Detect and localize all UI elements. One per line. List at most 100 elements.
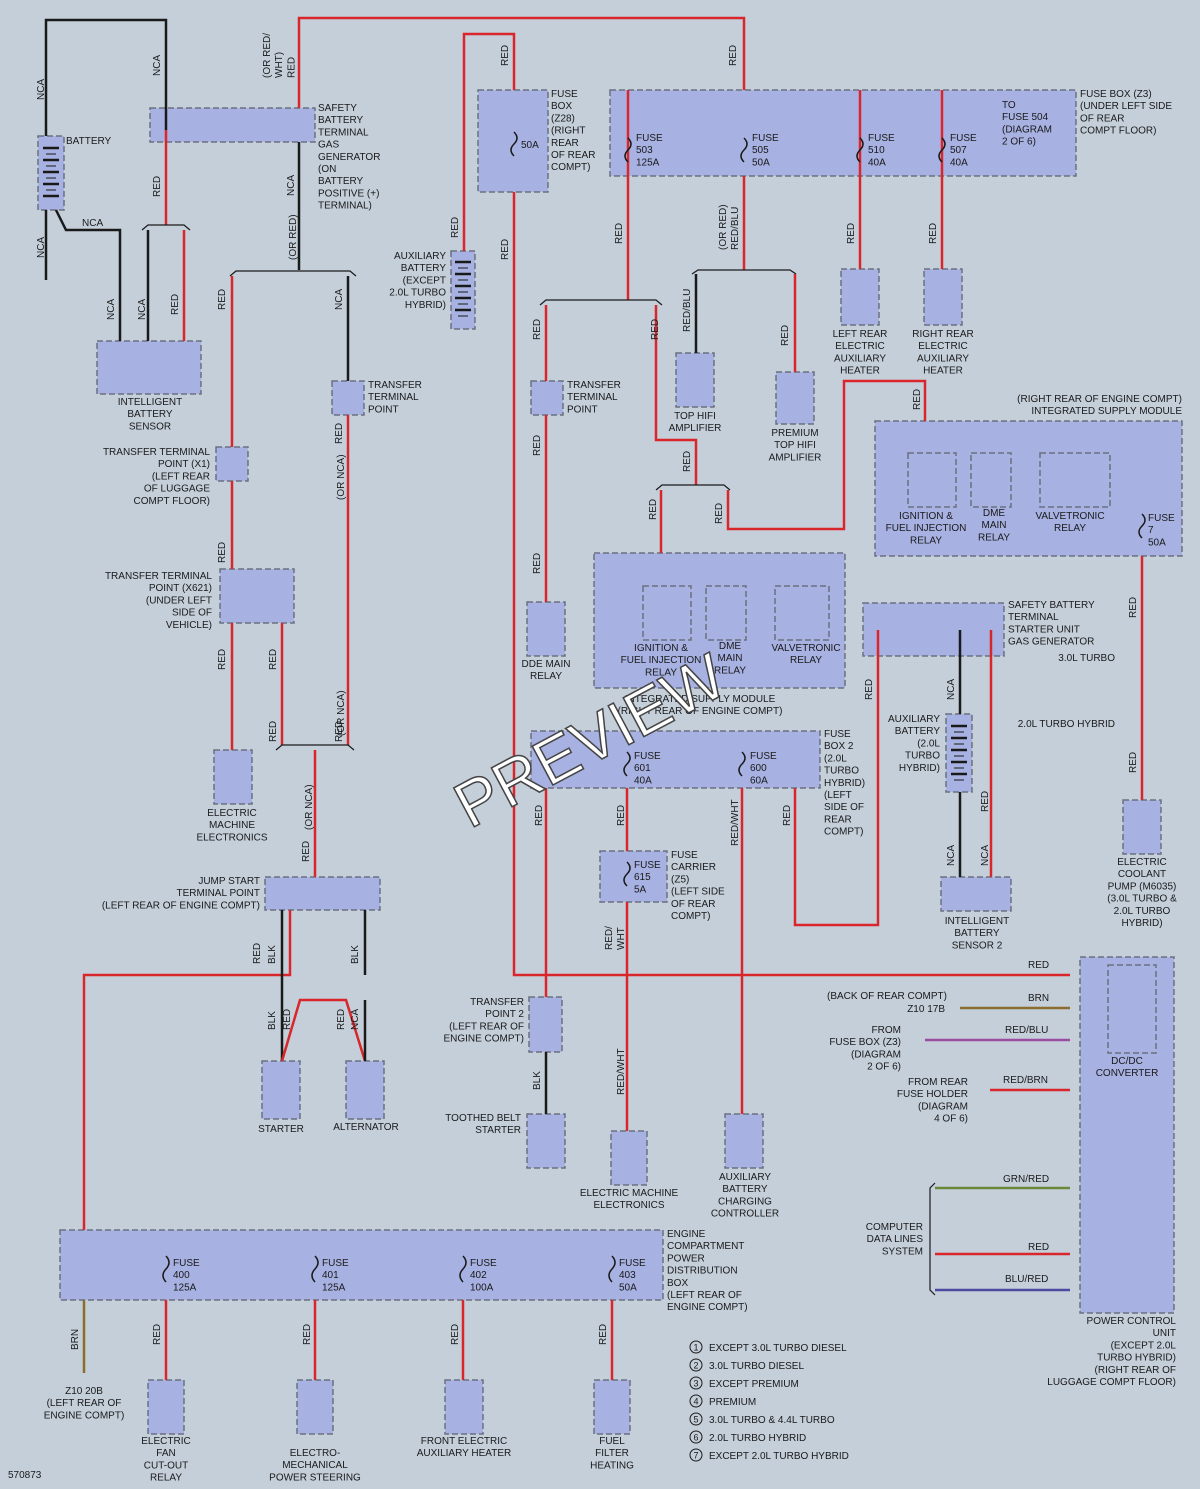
sbt-starter-box xyxy=(862,602,1005,657)
components-back_rear: (BACK OF REAR COMPT) xyxy=(827,991,947,1002)
fuse-symbol xyxy=(938,137,946,163)
wires xyxy=(44,16,1144,1380)
ism-valve-relay xyxy=(1039,452,1111,508)
fuse-symbol xyxy=(510,131,518,157)
legend-number: 1 xyxy=(693,1343,698,1353)
wires-red: RED xyxy=(912,389,923,410)
legend-marker xyxy=(689,1358,703,1372)
components-ism_right_header: (RIGHT REAR OF ENGINE COMPT)INTEGRATED S… xyxy=(1017,394,1182,417)
wires-red: RED xyxy=(334,423,345,444)
legend-text: 2.0L TURBO HYBRID xyxy=(709,1433,806,1444)
legend-marker xyxy=(689,1412,703,1426)
legend-text: EXCEPT 2.0L TURBO HYBRID xyxy=(709,1451,849,1462)
ism2-dme-relay xyxy=(705,585,747,641)
wires-blk: BLK xyxy=(267,1011,278,1030)
wires-red_blu: RED/BLU xyxy=(682,289,693,332)
components-alternator: ALTERNATOR xyxy=(333,1122,399,1133)
wires-red: RED xyxy=(728,45,739,66)
epdb-box xyxy=(59,1229,664,1301)
wires-red: RED xyxy=(598,1324,609,1345)
legend-marker xyxy=(689,1448,703,1462)
front-heater-box xyxy=(444,1379,484,1435)
wires-red: RED xyxy=(534,805,545,826)
fuse-symbol xyxy=(624,137,632,163)
wires-or_nca: (OR NCA) xyxy=(304,784,315,830)
legend-text: PREMIUM xyxy=(709,1397,756,1408)
fuse-symbol xyxy=(608,1255,616,1283)
wires-red: RED xyxy=(268,721,279,742)
legend-number: 6 xyxy=(693,1433,698,1443)
right-heater-box xyxy=(923,268,963,326)
em-electronics2-box xyxy=(610,1130,648,1186)
wires-red: RED xyxy=(282,1009,293,1030)
wires-nca: NCA xyxy=(286,175,297,196)
wires-red: RED xyxy=(1028,1242,1049,1253)
fuel-heating-box xyxy=(593,1379,631,1435)
wires-red: RED xyxy=(252,943,263,964)
wires-red: RED xyxy=(500,45,511,66)
wires-red: RED xyxy=(1028,960,1049,971)
legend-number: 4 xyxy=(693,1397,698,1407)
wires-red: RED xyxy=(152,1324,163,1345)
wires-blk: BLK xyxy=(350,945,361,964)
wires-grn_red: GRN/RED xyxy=(1003,1174,1049,1185)
tp2-box xyxy=(528,996,563,1053)
wires-red: RED xyxy=(1128,597,1139,618)
wires-nca: NCA xyxy=(980,845,991,866)
wires-nca: NCA xyxy=(36,79,47,100)
left-heater-box xyxy=(840,268,880,326)
legend-text: EXCEPT PREMIUM xyxy=(709,1379,799,1390)
wires-red: RED xyxy=(650,319,661,340)
wires-red: RED xyxy=(780,325,791,346)
wires-red: RED xyxy=(217,542,228,563)
ism2-ign-relay xyxy=(642,585,692,641)
fan-relay-box xyxy=(147,1379,185,1435)
wires-red: RED xyxy=(301,841,312,862)
wires-red: RED xyxy=(1128,752,1139,773)
legend-marker xyxy=(689,1376,703,1390)
top-hifi-box xyxy=(675,352,715,408)
fuse-symbol xyxy=(1138,513,1146,539)
legend-text: 3.0L TURBO & 4.4L TURBO xyxy=(709,1415,835,1426)
wires-red: RED xyxy=(450,1324,461,1345)
components-starter: STARTER xyxy=(258,1124,304,1135)
wires-red: RED xyxy=(616,805,627,826)
component-boxes xyxy=(37,89,1183,1435)
dcdc-box xyxy=(1107,964,1157,1054)
abcc-box xyxy=(724,1113,764,1169)
components-var_30: 3.0L TURBO xyxy=(1058,653,1115,664)
ism2-valve-relay xyxy=(774,585,830,641)
wires-red: RED xyxy=(714,503,725,524)
